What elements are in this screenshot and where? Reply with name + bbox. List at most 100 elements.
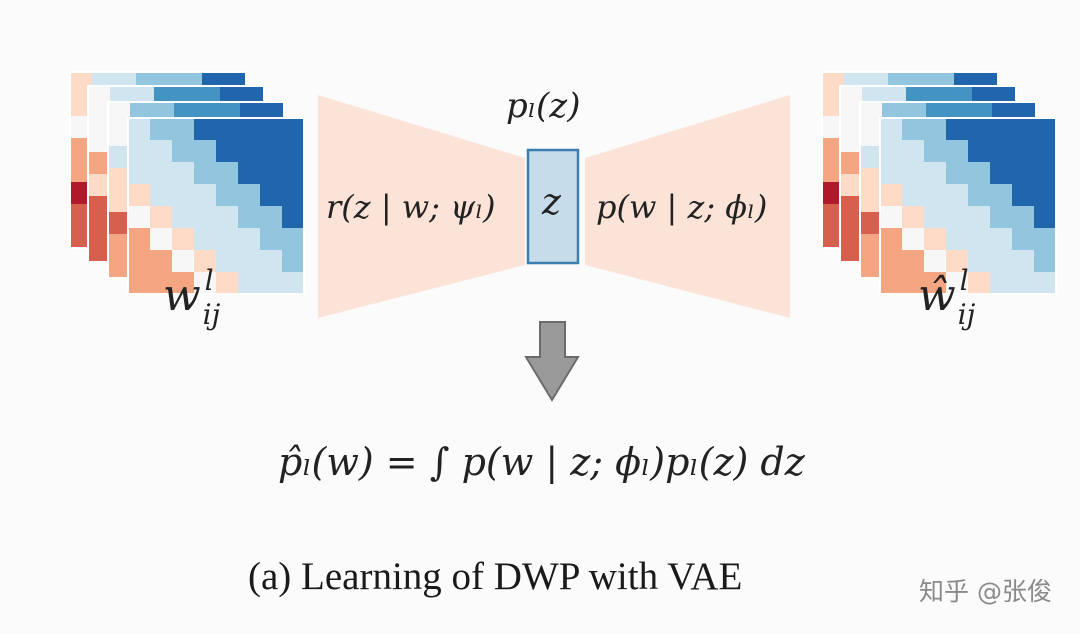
heatmap-cell xyxy=(860,102,882,124)
heatmap-cell xyxy=(902,250,924,272)
heatmap-cell xyxy=(172,162,194,184)
heatmap-cell xyxy=(860,212,882,234)
heatmap-cell xyxy=(880,118,902,140)
heatmap-cell xyxy=(172,184,194,206)
heatmap-cell xyxy=(840,196,862,218)
heatmap-cell xyxy=(128,206,150,228)
watermark: 知乎 @张俊 xyxy=(919,577,1052,606)
heatmap-cell xyxy=(194,250,216,272)
heatmap-cell xyxy=(88,130,110,152)
heatmap-cell xyxy=(216,118,238,140)
down-arrow-icon xyxy=(524,321,580,402)
heatmap-cell xyxy=(990,272,1012,294)
heatmap-cell xyxy=(128,272,150,294)
heatmap-cell xyxy=(88,196,110,218)
heatmap-cell xyxy=(822,160,844,182)
heatmap-cell xyxy=(990,118,1012,140)
heatmap-cell xyxy=(924,206,946,228)
heatmap-cell xyxy=(822,204,844,226)
heatmap-cell xyxy=(860,190,882,212)
heatmap-cell xyxy=(840,152,862,174)
output-weight-stack xyxy=(821,71,1057,295)
heatmap-cell xyxy=(172,206,194,228)
heatmap-cell xyxy=(946,250,968,272)
heatmap-cell xyxy=(822,94,844,116)
heatmap-cell xyxy=(990,228,1012,250)
heatmap-cell xyxy=(822,226,844,248)
heatmap-cell xyxy=(216,162,238,184)
heatmap-cell xyxy=(108,124,130,146)
heatmap-layer-border xyxy=(879,117,1057,295)
heatmap-cell xyxy=(860,146,882,168)
heatmap-cell xyxy=(946,162,968,184)
heatmap-cell xyxy=(902,228,924,250)
heatmap-cell xyxy=(70,94,92,116)
heatmap-cell xyxy=(1012,140,1034,162)
heatmap-cell xyxy=(822,116,844,138)
heatmap-cell xyxy=(902,184,924,206)
heatmap-cell xyxy=(70,116,92,138)
heatmap-cell xyxy=(990,162,1012,184)
heatmap-cell xyxy=(108,102,130,124)
heatmap-cell xyxy=(172,272,194,294)
heatmap-cell xyxy=(172,140,194,162)
heatmap-cell xyxy=(1034,250,1056,272)
heatmap-cell xyxy=(108,146,130,168)
heatmap-cell xyxy=(990,140,1012,162)
heatmap-cell xyxy=(108,168,130,190)
heatmap-cell xyxy=(216,228,238,250)
figure-caption: (a) Learning of DWP with VAE xyxy=(248,555,743,598)
heatmap-cell xyxy=(924,118,946,140)
heatmap-cell xyxy=(70,226,92,248)
heatmap-cell xyxy=(902,206,924,228)
heatmap-cell xyxy=(1012,272,1034,294)
latent-box xyxy=(526,148,580,265)
heatmap-cell xyxy=(880,140,902,162)
heatmap-cell xyxy=(902,272,924,294)
heatmap-cell xyxy=(216,184,238,206)
heatmap-cell xyxy=(88,108,110,130)
heatmap-cell xyxy=(924,162,946,184)
heatmap-cell xyxy=(990,184,1012,206)
heatmap-cell xyxy=(968,228,990,250)
decoder-trapezoid xyxy=(585,95,790,318)
heatmap-cell xyxy=(282,184,304,206)
heatmap-cell xyxy=(880,206,902,228)
heatmap-cell xyxy=(238,140,260,162)
heatmap-cell xyxy=(282,140,304,162)
heatmap-cell xyxy=(172,118,194,140)
heatmap-cell xyxy=(172,250,194,272)
heatmap-cell xyxy=(946,272,968,294)
heatmap-cell xyxy=(1034,184,1056,206)
heatmap-cell xyxy=(128,228,150,250)
marginal-formula: p̂ₗ(w) = ∫ p(w | z; ϕₗ)pₗ(z) dz xyxy=(278,440,805,484)
heatmap-cell xyxy=(128,118,150,140)
heatmap-cell xyxy=(1012,250,1034,272)
heatmap-cell xyxy=(260,162,282,184)
heatmap-cell xyxy=(902,140,924,162)
heatmap-layer-border xyxy=(127,117,305,295)
heatmap-cell xyxy=(108,234,130,256)
heatmap-cell xyxy=(822,182,844,204)
heatmap-cell xyxy=(1034,118,1056,140)
heatmap-cell xyxy=(968,140,990,162)
heatmap-cell xyxy=(70,138,92,160)
heatmap-cell xyxy=(946,228,968,250)
heatmap-cell xyxy=(840,240,862,262)
heatmap-cell xyxy=(990,250,1012,272)
latent-label: z xyxy=(542,182,561,223)
heatmap-cell xyxy=(194,206,216,228)
heatmap-cell xyxy=(260,272,282,294)
heatmap-layer xyxy=(127,117,305,295)
heatmap-cell xyxy=(70,72,92,94)
heatmap-cell xyxy=(1012,228,1034,250)
heatmap-cell xyxy=(968,250,990,272)
heatmap-cell xyxy=(840,130,862,152)
heatmap-cell xyxy=(108,256,130,278)
heatmap-cell xyxy=(860,124,882,146)
heatmap-cell xyxy=(88,218,110,240)
heatmap-cell xyxy=(150,118,172,140)
heatmap-cell xyxy=(1012,184,1034,206)
heatmap-cell xyxy=(1012,118,1034,140)
